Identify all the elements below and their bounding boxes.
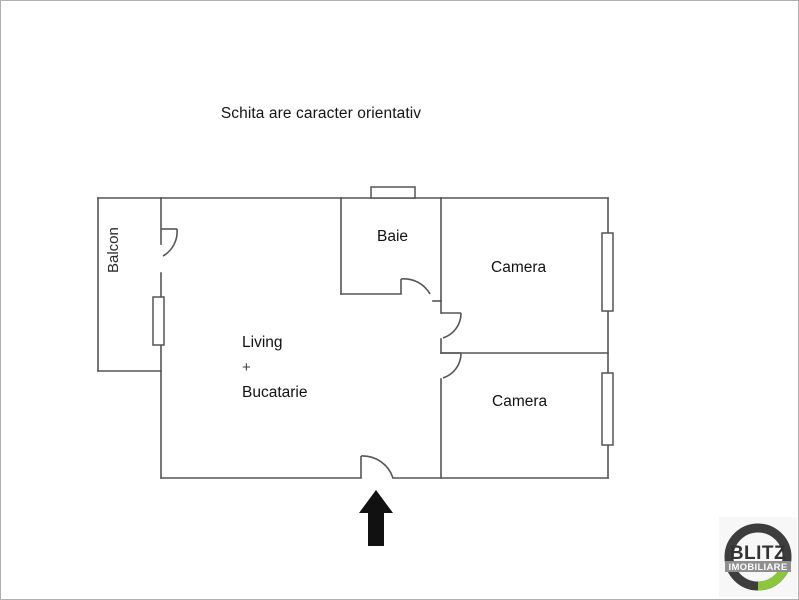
room-label-baie: Baie <box>377 228 409 245</box>
door-entrance-arc <box>360 455 394 479</box>
window-balcon-left <box>152 296 165 346</box>
room-label-living: Living <box>242 334 283 351</box>
entrance-arrow <box>359 490 393 546</box>
room-label-balcon: Balcon <box>105 227 122 273</box>
logo-subtitle-band <box>725 561 791 572</box>
door-baie-arc <box>400 278 431 295</box>
door-balcon-arc <box>162 228 178 257</box>
logo-subtitle-text: IMOBILIARE <box>729 562 788 573</box>
room-label-bucatarie: Bucatarie <box>242 384 308 401</box>
door-camera-top-arc <box>442 312 462 339</box>
room-label-living-bucatarie: Living + Bucatarie <box>242 330 307 405</box>
logo-brand-text: BLITZ <box>730 543 786 564</box>
window-camera-top-right <box>601 232 614 312</box>
blitz-imobiliare-logo: BLITZ IMOBILIARE <box>719 517 797 597</box>
window-baie-top <box>370 186 416 199</box>
room-label-plus: + <box>242 359 251 376</box>
page-title: Schita are caracter orientativ <box>220 105 422 122</box>
window-camera-bottom-right <box>601 372 614 446</box>
room-label-camera-top: Camera <box>491 259 547 276</box>
room-label-camera-bottom: Camera <box>492 393 548 410</box>
door-camera-bottom-arc <box>442 352 462 379</box>
